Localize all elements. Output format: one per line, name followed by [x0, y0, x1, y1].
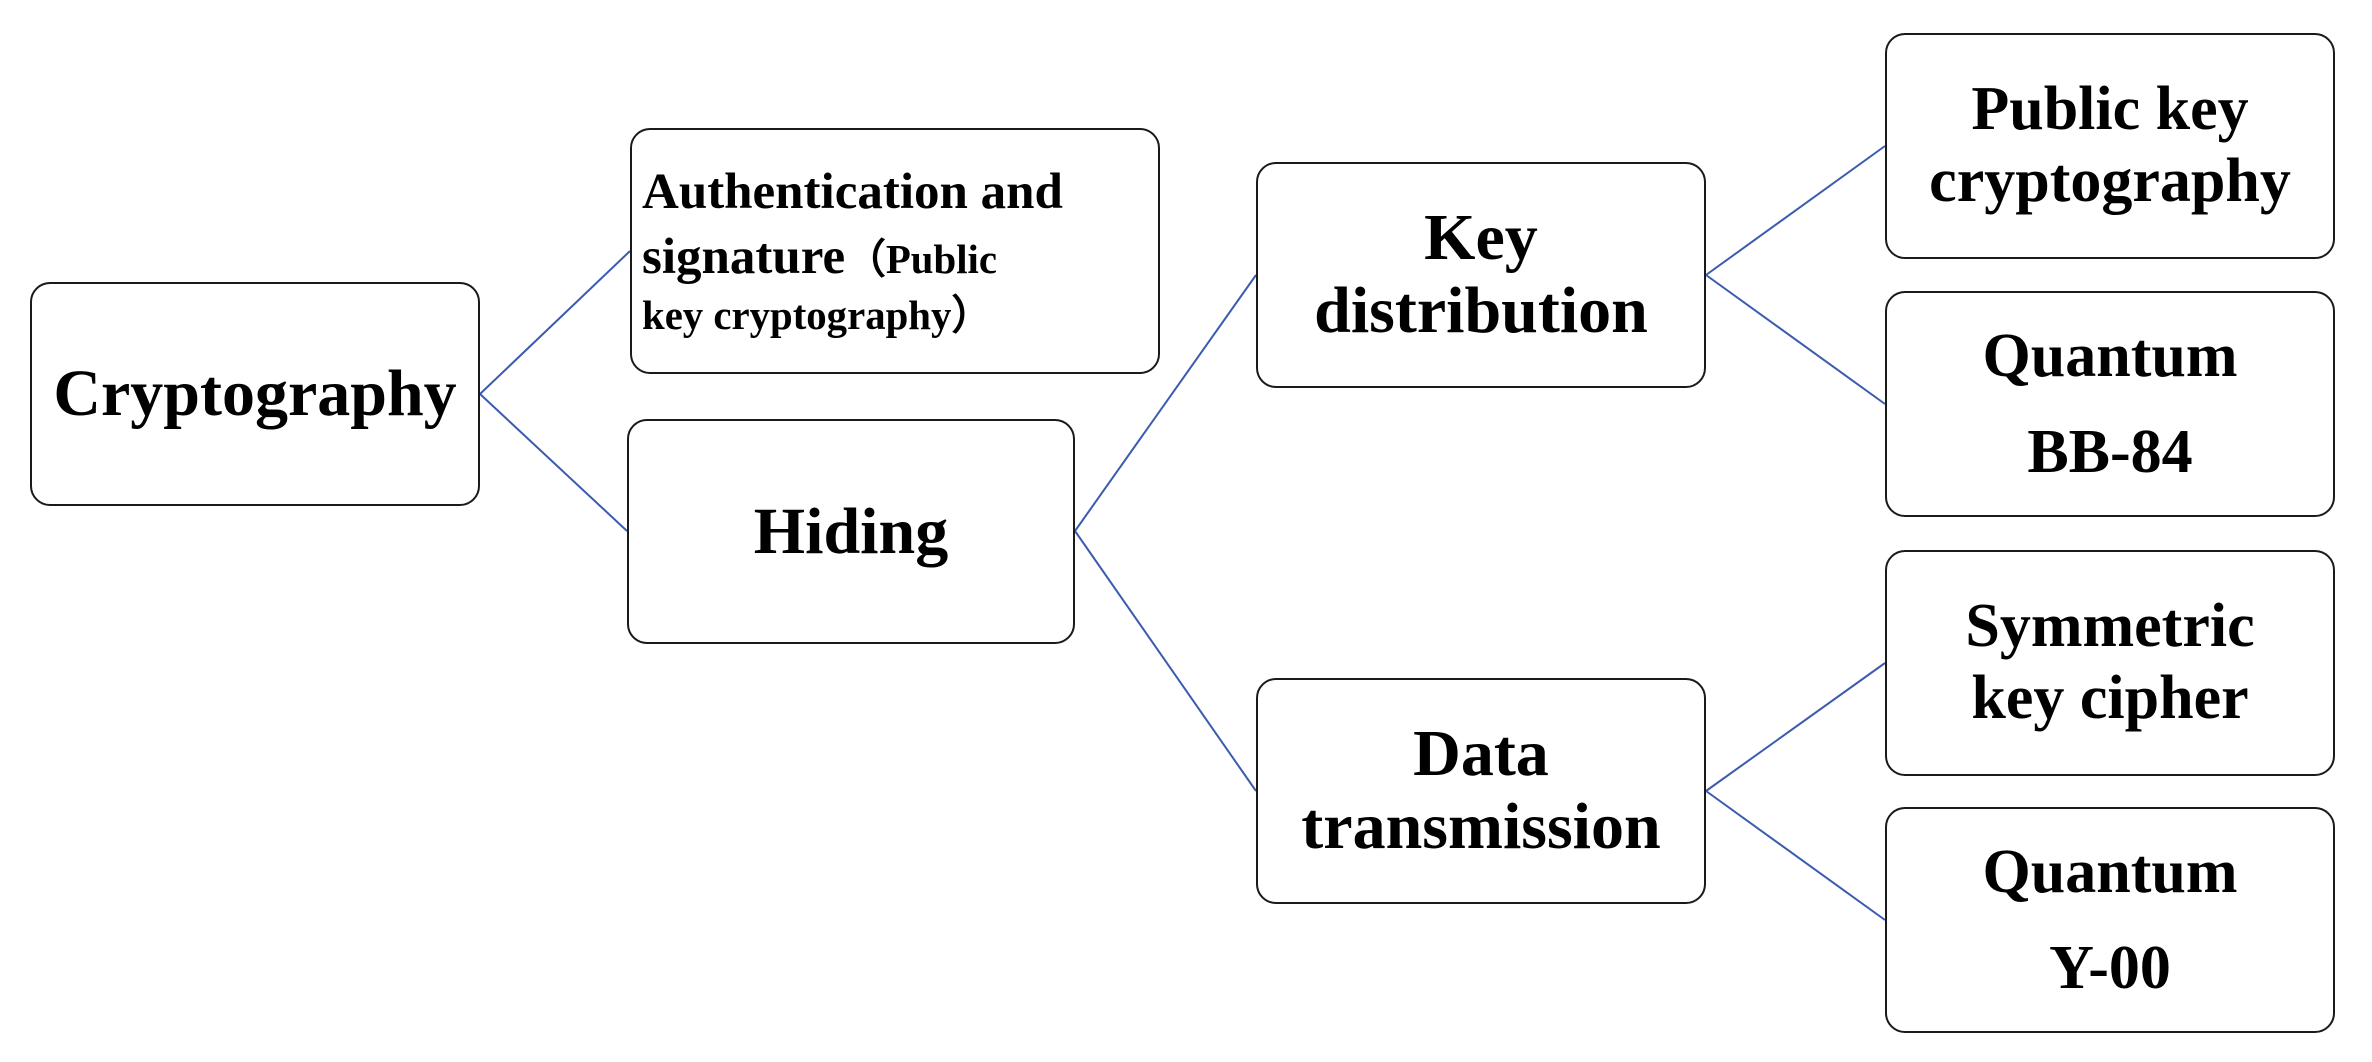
- node-key-distribution: Key distribution: [1256, 162, 1706, 388]
- node-cryptography-label: Cryptography: [53, 357, 457, 430]
- auth-line-1: Authentication and: [642, 163, 1063, 220]
- edge-cryptography-authentication: [479, 250, 631, 395]
- edge-cryptography-hiding: [479, 393, 628, 532]
- edge-hiding-data-transmission: [1074, 530, 1257, 792]
- node-hiding: Hiding: [627, 419, 1075, 644]
- node-symmetric-label: Symmetric key cipher: [1965, 592, 2255, 732]
- auth-line-2-main: signature: [642, 228, 846, 285]
- node-quantum-y00: Quantum Y-00: [1885, 807, 2335, 1033]
- node-hiding-label: Hiding: [753, 494, 949, 568]
- auth-line-3: key cryptography）: [642, 293, 993, 339]
- node-authentication-text: Authentication and signature（Public key …: [642, 160, 1063, 343]
- node-symmetric-key-cipher: Symmetric key cipher: [1885, 550, 2335, 776]
- node-quantum-bb84-label: Quantum BB-84: [1982, 321, 2238, 486]
- node-cryptography: Cryptography: [30, 282, 480, 506]
- node-public-key-cryptography: Public key cryptography: [1885, 33, 2335, 259]
- node-authentication-signature: Authentication and signature（Public key …: [630, 128, 1160, 374]
- edge-hiding-key-distribution: [1074, 274, 1257, 532]
- node-quantum-bb84: Quantum BB-84: [1885, 291, 2335, 517]
- edge-data-transmission-y00: [1705, 790, 1886, 921]
- edge-key-distribution-public-key: [1705, 145, 1886, 276]
- auth-line-2-paren: （Public: [845, 236, 997, 282]
- auth-line-2: signature（Public: [642, 225, 1063, 290]
- node-data-transmission: Data transmission: [1256, 678, 1706, 904]
- node-key-distribution-label: Key distribution: [1314, 201, 1648, 347]
- edge-key-distribution-bb84: [1705, 274, 1886, 405]
- node-quantum-y00-label: Quantum Y-00: [1982, 837, 2238, 1002]
- node-public-key-label: Public key cryptography: [1929, 75, 2291, 215]
- edge-data-transmission-symmetric: [1705, 662, 1886, 792]
- node-data-transmission-label: Data transmission: [1301, 717, 1661, 863]
